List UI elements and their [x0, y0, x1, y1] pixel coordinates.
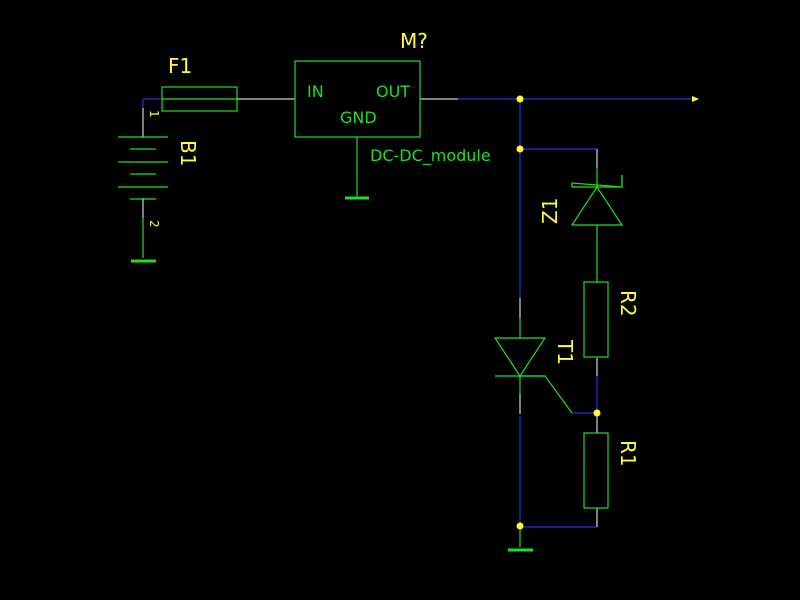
battery-pin2-label: 2 — [147, 220, 161, 228]
battery-ref-label: B1 — [176, 140, 200, 166]
module-pin-in-label: IN — [307, 82, 324, 101]
resistor-r2-body[interactable] — [583, 281, 609, 358]
r1-ref-label: R1 — [616, 440, 640, 467]
resistor-r1-body[interactable] — [583, 432, 609, 509]
ground-plates — [131, 196, 533, 552]
junction-dot — [593, 409, 601, 417]
thyristor-t1-body[interactable] — [493, 318, 573, 414]
module-ref-label: M? — [400, 29, 428, 53]
zener-ref-label: Z1 — [538, 198, 562, 224]
battery-pin1-label: 1 — [147, 110, 161, 118]
junction-dot — [516, 145, 524, 153]
fuse-ref-label: F1 — [168, 54, 192, 78]
zener-cathode-bar — [571, 175, 623, 188]
wires — [142, 98, 692, 528]
battery-b1-body[interactable] — [118, 136, 168, 200]
junction-dot — [516, 522, 524, 530]
module-value-label: DC-DC_module — [370, 146, 491, 166]
junctions — [516, 95, 601, 530]
module-pin-gnd-label: GND — [340, 108, 377, 127]
r2-ref-label: R2 — [616, 290, 640, 317]
output-arrow-icon — [692, 96, 699, 102]
module-pin-out-label: OUT — [376, 82, 410, 101]
pin-leads — [142, 98, 598, 527]
junction-dot — [516, 95, 524, 103]
thyristor-ref-label: T1 — [553, 339, 577, 365]
